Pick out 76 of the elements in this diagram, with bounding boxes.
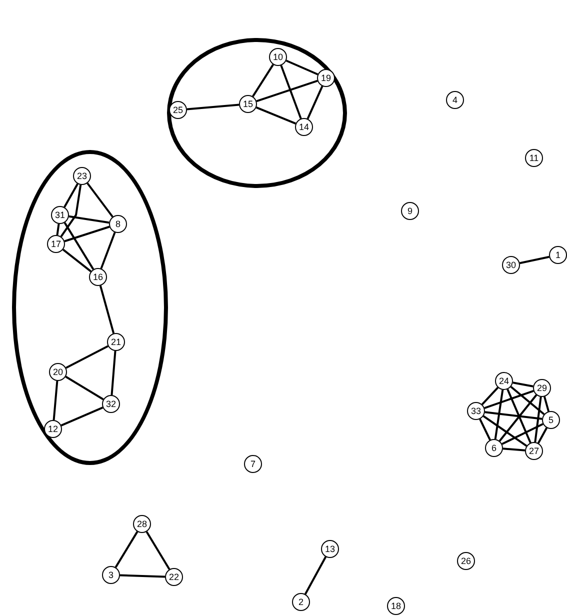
graph-node: 16: [89, 268, 107, 286]
graph-node: 6: [485, 439, 503, 457]
graph-node: 27: [525, 442, 543, 460]
graph-node: 21: [107, 333, 125, 351]
edge-line: [537, 427, 548, 444]
graph-node: 19: [317, 69, 335, 87]
edge-line: [286, 60, 318, 76]
edge-line: [64, 222, 94, 270]
edge-line: [60, 184, 82, 238]
edge-line: [66, 345, 108, 369]
edge-line: [68, 215, 110, 224]
edge-line: [52, 380, 58, 420]
edge-line: [484, 390, 534, 409]
edge-line: [502, 423, 544, 445]
edge-line: [498, 394, 538, 442]
edge-line: [481, 386, 499, 406]
graph-node: 23: [73, 167, 91, 185]
graph-node: 25: [169, 101, 187, 119]
edge-line: [304, 556, 327, 595]
graph-node: 29: [533, 379, 551, 397]
graph-node: 1: [549, 246, 567, 264]
graph-node: 12: [44, 420, 62, 438]
edge-line: [64, 183, 78, 208]
graph-node: 30: [502, 256, 520, 274]
edge-line: [256, 106, 296, 124]
graph-node: 14: [295, 118, 313, 136]
edge-line: [64, 226, 110, 242]
edge-line: [146, 531, 170, 570]
graph-node: 3: [102, 566, 120, 584]
group-ellipse: [167, 38, 347, 188]
graph-node: 8: [109, 215, 127, 233]
edge-line: [543, 396, 550, 412]
edge-line: [256, 80, 318, 102]
edge-line: [252, 64, 274, 97]
edge-line: [60, 406, 104, 426]
graph-node: 4: [446, 91, 464, 109]
edge-line: [56, 224, 60, 236]
edge-line: [186, 104, 240, 110]
graph-node: 9: [401, 202, 419, 220]
graph-node: 33: [467, 402, 485, 420]
graph-node: 20: [49, 363, 67, 381]
edge-line: [62, 248, 92, 272]
graph-node: 24: [495, 372, 513, 390]
edge-line: [506, 388, 532, 444]
edge-line: [99, 285, 115, 334]
edge-line: [534, 396, 542, 442]
graph-node: 17: [47, 235, 65, 253]
graph-node: 28: [133, 515, 151, 533]
edge-line: [502, 448, 526, 452]
graph-node: 11: [525, 149, 543, 167]
edge-line: [520, 256, 550, 264]
edge-line: [280, 65, 302, 119]
graph-node: 32: [102, 395, 120, 413]
graph-node: 10: [269, 48, 287, 66]
graph-node: 5: [542, 411, 560, 429]
edge-line: [100, 232, 116, 269]
edge-line: [510, 386, 545, 416]
edge-line: [120, 574, 166, 578]
edge-line: [484, 411, 542, 420]
edge-line: [512, 382, 534, 388]
graph-node: 13: [321, 540, 339, 558]
edge-line: [110, 350, 116, 396]
graph-node: 2: [292, 593, 310, 611]
edge-line: [86, 182, 114, 218]
group-ellipse: [12, 150, 168, 464]
graph-node: 26: [457, 552, 475, 570]
graph-node: 31: [51, 206, 69, 224]
edge-line: [65, 376, 104, 400]
graph-node: 15: [239, 95, 257, 113]
edge-line: [306, 86, 324, 120]
graph-node: 18: [387, 597, 405, 615]
graph-node: 7: [244, 455, 262, 473]
graph-node: 22: [165, 568, 183, 586]
edge-line: [482, 415, 528, 447]
edge-line: [114, 531, 138, 568]
edge-line: [494, 390, 504, 440]
